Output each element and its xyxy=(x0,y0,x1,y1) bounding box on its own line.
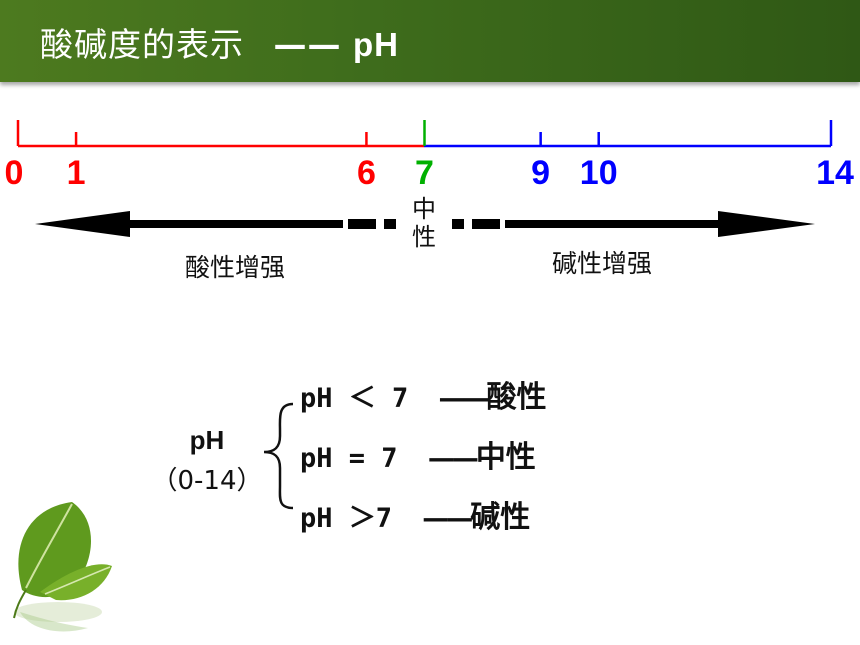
condition-basic-result: 碱性 xyxy=(470,500,531,535)
condition-neutral-result: 中性 xyxy=(475,440,536,475)
ph-label: pH xyxy=(189,425,225,455)
leaf-decoration xyxy=(13,502,112,632)
condition-basic-dash: —— xyxy=(422,503,473,534)
tick-label-14: 14 xyxy=(816,154,854,192)
condition-basic-expr: pH ＞7 xyxy=(300,503,393,534)
neutral-char-top: 中 xyxy=(412,195,436,223)
title-main: 酸碱度的表示 xyxy=(40,25,244,64)
arrow-left-head xyxy=(35,211,130,237)
title-dash: —— xyxy=(273,25,342,64)
tick-marks xyxy=(16,120,833,146)
condition-acidic-dash: —— xyxy=(438,383,490,414)
arrow-dash-1 xyxy=(348,219,376,229)
base-strength-label: 碱性增强 xyxy=(552,249,653,278)
curly-brace xyxy=(263,402,294,510)
condition-neutral-expr: pH = 7 xyxy=(300,443,398,474)
neutral-char-bottom: 性 xyxy=(412,223,436,251)
tick-label-9: 9 xyxy=(531,154,551,192)
tick-label-0: 0 xyxy=(4,154,24,192)
condition-acidic-result: 酸性 xyxy=(486,380,547,415)
ph-range-label: （0-14） xyxy=(151,466,263,496)
arrow-dash-3 xyxy=(452,219,464,229)
slide-title: 酸碱度的表示 —— pH xyxy=(40,18,399,66)
condition-acidic: pH ＜ 7 ——酸性 xyxy=(300,372,547,416)
tick-label-6: 6 xyxy=(356,154,376,192)
condition-basic: pH ＞7 ——碱性 xyxy=(300,492,530,536)
arrow-left-shaft xyxy=(128,220,343,228)
tick-label-7: 7 xyxy=(415,154,434,192)
title-bar xyxy=(0,0,860,82)
tick-label-10: 10 xyxy=(579,154,618,192)
tick-label-1: 1 xyxy=(66,154,86,192)
title-ph: pH xyxy=(353,26,399,63)
arrow-right-head xyxy=(718,211,815,237)
condition-neutral-dash: —— xyxy=(427,443,479,474)
acid-strength-label: 酸性增强 xyxy=(185,253,286,282)
arrow-dash-2 xyxy=(384,219,396,229)
arrow-dash-4 xyxy=(472,219,500,229)
condition-acidic-expr: pH ＜ 7 xyxy=(300,383,409,414)
arrow-right-shaft xyxy=(505,220,720,228)
condition-neutral: pH = 7 ——中性 xyxy=(300,432,536,476)
